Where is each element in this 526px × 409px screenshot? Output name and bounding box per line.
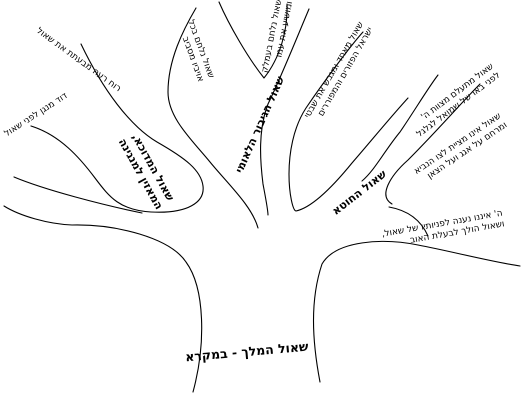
- branch-right-upper: [361, 74, 439, 182]
- branch-center: [260, 8, 310, 216]
- branch-top-fork: [218, 1, 288, 79]
- branch-right-mid: [385, 83, 481, 205]
- trunk-right-edge: [313, 240, 521, 383]
- twig-left: [13, 176, 143, 214]
- branch-right-main: [288, 31, 409, 212]
- branch-upper-left: [167, 7, 259, 229]
- twig-right-lower: [388, 206, 429, 237]
- branch-left-arm: [30, 43, 204, 213]
- trunk-left-edge: [3, 205, 203, 393]
